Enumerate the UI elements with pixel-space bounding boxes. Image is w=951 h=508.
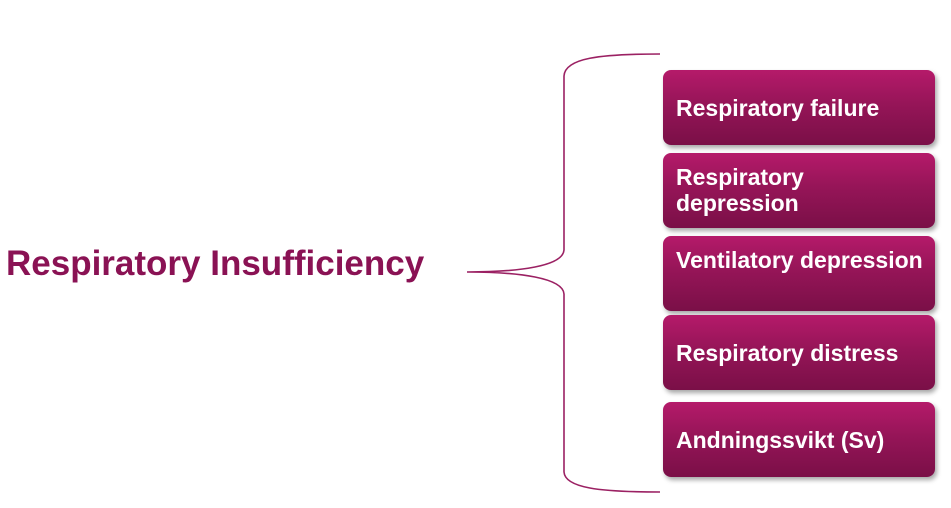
item-respiratory-failure: Respiratory failure (663, 70, 935, 145)
item-label: Respiratory distress (676, 339, 899, 366)
item-label: Ventilatory depression (676, 247, 923, 273)
item-respiratory-distress: Respiratory distress (663, 315, 935, 390)
item-label: Andningssvikt (Sv) (676, 426, 885, 453)
diagram-title: Respiratory Insufficiency (6, 244, 425, 283)
item-label: Respiratory failure (676, 94, 880, 121)
item-respiratory-depression: Respiratory depression (663, 153, 935, 228)
item-andningssvikt: Andningssvikt (Sv) (663, 402, 935, 477)
item-label: Respiratory depression (676, 164, 804, 216)
item-ventilatory-depression: Ventilatory depression (663, 236, 935, 311)
